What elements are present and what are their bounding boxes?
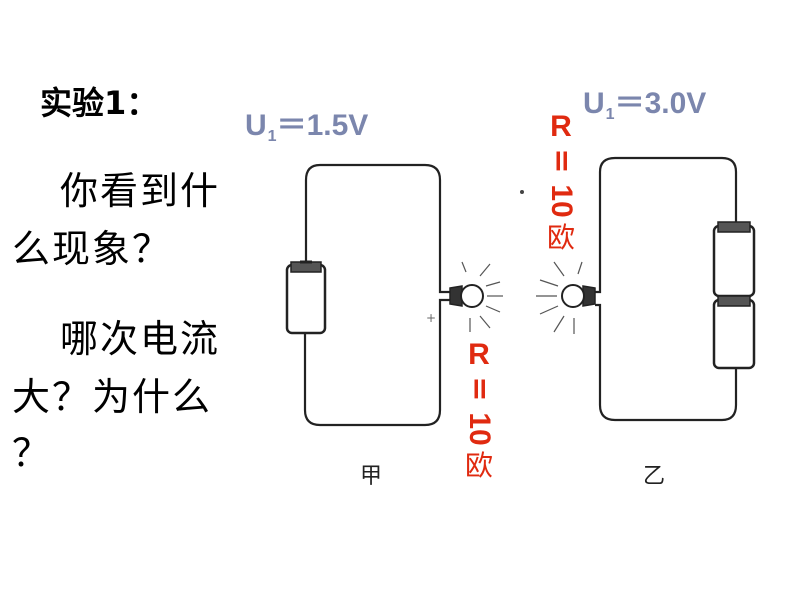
question-1-line-2: 么现象？ bbox=[12, 227, 173, 271]
voltage-a-subscript: 1 bbox=[267, 128, 277, 145]
resistance-label-a: R = 10 欧 bbox=[459, 340, 499, 480]
circuit-a bbox=[285, 163, 503, 427]
resistance-a-letter: R bbox=[468, 338, 490, 371]
voltage-label-a: U1＝1.5V bbox=[245, 100, 368, 146]
battery-a bbox=[285, 260, 327, 335]
voltage-a-symbol: U bbox=[245, 109, 267, 142]
glow-a bbox=[461, 261, 503, 332]
speck bbox=[520, 190, 524, 194]
resistance-a-unit: 欧 bbox=[464, 449, 493, 482]
resistance-a-value: 10 bbox=[463, 412, 496, 446]
voltage-a-value: ＝1.5V bbox=[276, 109, 369, 142]
voltage-b-subscript: 1 bbox=[605, 106, 615, 123]
caption-b: 乙 bbox=[643, 464, 666, 489]
speck-plus: + bbox=[426, 311, 436, 325]
battery-b-bottom bbox=[712, 295, 756, 370]
bulb-b bbox=[561, 284, 596, 308]
circuit-b-wire bbox=[595, 156, 738, 422]
resistance-b-unit: 欧 bbox=[546, 221, 575, 254]
circuit-b bbox=[536, 156, 756, 422]
resistance-b-equals: = bbox=[544, 148, 579, 174]
resistance-label-b: R = 10 欧 bbox=[541, 112, 581, 252]
voltage-label-b: U1＝3.0V bbox=[583, 78, 706, 124]
question-2-line-1: 哪次电流 bbox=[60, 317, 221, 361]
resistance-a-equals: = bbox=[462, 376, 497, 402]
glow-b bbox=[536, 261, 583, 334]
question-1-line-1: 你看到什 bbox=[60, 169, 221, 213]
question-2-line-2: 大？为什么 bbox=[12, 375, 213, 419]
experiment-title: 实验1： bbox=[40, 84, 159, 122]
question-2-line-3: ？ bbox=[12, 431, 53, 475]
battery-b-top bbox=[712, 221, 756, 298]
resistance-b-letter: R bbox=[550, 110, 572, 143]
circuit-a-wire bbox=[303, 163, 450, 427]
bulb-a bbox=[449, 284, 484, 308]
voltage-b-symbol: U bbox=[583, 87, 605, 120]
caption-a: 甲 bbox=[360, 464, 383, 489]
resistance-b-value: 10 bbox=[545, 184, 578, 218]
voltage-b-value: ＝3.0V bbox=[614, 87, 707, 120]
